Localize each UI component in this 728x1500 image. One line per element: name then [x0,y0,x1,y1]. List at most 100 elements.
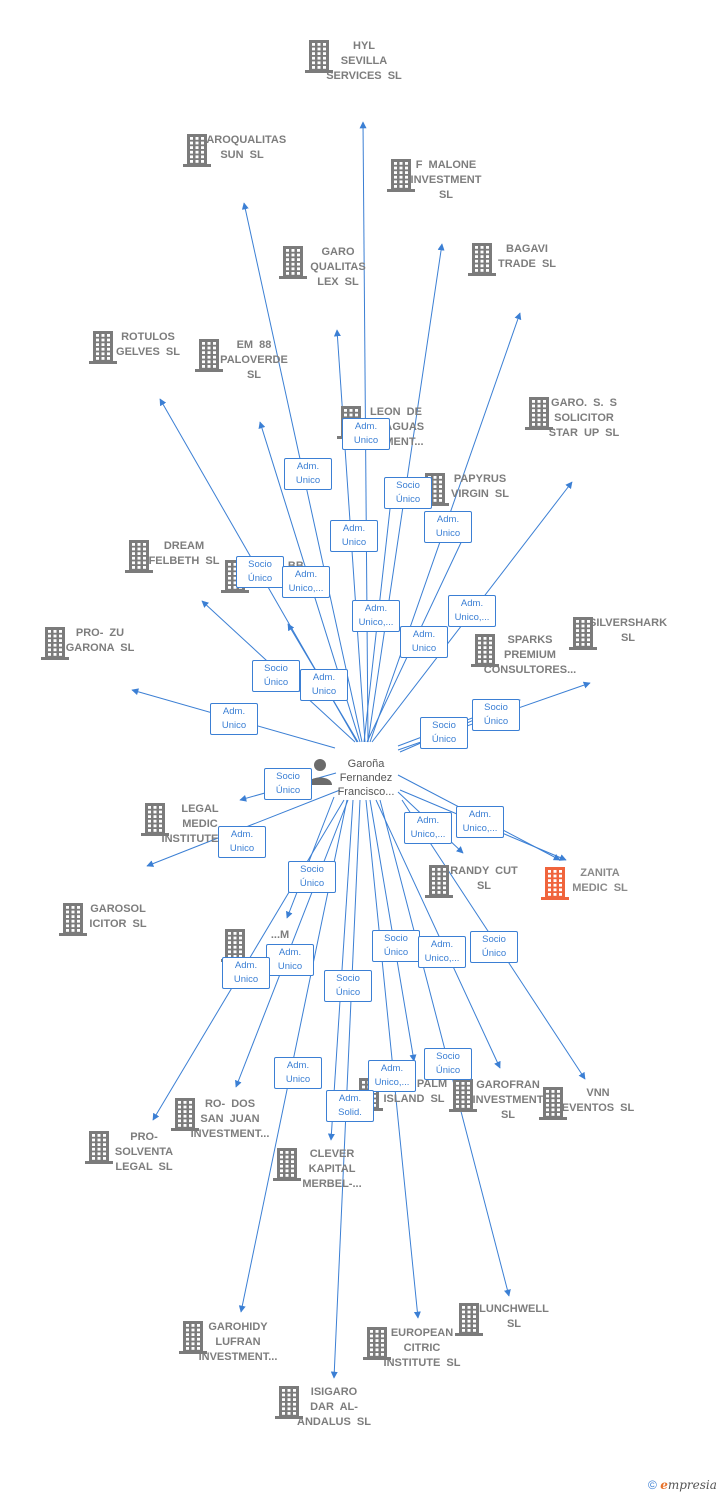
building-icon [195,339,223,372]
company-node-hyl[interactable]: HYL SEVILLA SERVICES SL [304,39,424,84]
company-node-garo_ss[interactable]: GARO. S. S SOLICITOR STAR UP SL [524,396,644,441]
company-node-garohidy[interactable]: GAROHIDY LUFRAN INVESTMENT... [178,1320,298,1365]
company-label: PAPYRUS VIRGIN SL [450,473,509,500]
company-node-garofran[interactable]: GAROFRAN INVESTMENT SL [448,1078,568,1123]
company-node-sparks[interactable]: SPARKS PREMIUM CONSULTORES... [470,633,590,678]
company-node-garoqualitas_sun[interactable]: GAROQUALITAS SUN SL [182,133,302,167]
company-label: LUNCHWELL SL [479,1303,549,1330]
building-icon [449,1079,477,1112]
relation-badge[interactable]: Adm. Unico [424,511,472,543]
company-label: SPARKS PREMIUM CONSULTORES... [483,634,577,676]
building-icon [569,617,597,650]
brand-logo: empresia [660,1478,717,1492]
company-node-papyrus[interactable]: PAPYRUS VIRGIN SL [420,472,540,506]
company-node-european[interactable]: EUROPEAN CITRIC INSTITUTE SL [362,1326,482,1371]
relation-badge[interactable]: Socio Único [384,477,432,509]
relation-badge[interactable]: Adm. Unico [284,458,332,490]
company-label: ISIGARO DAR AL- ANDALUS SL [297,1386,371,1428]
company-label: PRO- ZU GARONA SL [65,627,135,654]
company-label: ROTULOS GELVES SL [116,331,180,358]
building-icon [179,1321,207,1354]
relation-badge[interactable]: Socio Único [472,699,520,731]
relation-badge[interactable]: Adm. Unico,... [418,936,466,968]
company-node-clever[interactable]: CLEVER KAPITAL MERBEL-... [272,1147,392,1192]
company-label: PRO- SOLVENTA LEGAL SL [114,1131,174,1173]
relation-badge[interactable]: Socio Único [420,717,468,749]
company-node-randy[interactable]: RANDY CUT SL [424,864,544,898]
edge-to-isigaro [330,799,361,1379]
company-label: CLEVER KAPITAL MERBEL-... [302,1148,362,1190]
edge-to-garofran [375,799,501,1069]
company-node-rodos[interactable]: RO- DOS SAN JUAN INVESTMENT... [170,1097,290,1142]
company-node-vnn[interactable]: VNN EVENTOS SL [538,1086,658,1120]
relation-badge[interactable]: Adm. Unico,... [448,595,496,627]
person-node[interactable]: Garoña Fernandez Francisco... [306,757,426,799]
relation-badge[interactable]: Adm. Unico [330,520,378,552]
relation-badge[interactable]: Adm. Solid. [326,1090,374,1122]
footer: © empresia [648,1478,717,1492]
company-label: GAROSOL ICITOR SL [89,903,147,930]
building-icon [387,159,415,192]
company-node-bagavi[interactable]: BAGAVI TRADE SL [467,242,587,276]
company-node-silvershark[interactable]: SILVERSHARK SL [568,616,688,650]
relation-badge[interactable]: Adm. Unico,... [368,1060,416,1092]
company-label: GARO. S. S SOLICITOR STAR UP SL [548,397,620,439]
company-node-isigaro[interactable]: ISIGARO DAR AL- ANDALUS SL [274,1385,394,1430]
company-node-dream[interactable]: DREAM FELBETH SL [124,539,244,573]
company-label: GAROHIDY LUFRAN INVESTMENT... [198,1321,278,1363]
company-label: F MALONE INVESTMENT SL [410,159,482,201]
relation-badge[interactable]: Socio Único [424,1048,472,1080]
company-label: DREAM FELBETH SL [148,540,220,567]
person-label: Garoña Fernandez Francisco... [337,758,395,798]
company-node-rotulos[interactable]: ROTULOS GELVES SL [88,330,208,364]
company-node-zanita[interactable]: ZANITA MEDIC SL [540,866,660,900]
building-icon [275,1386,303,1419]
company-label: BAGAVI TRADE SL [498,243,556,270]
building-icon [539,1087,567,1120]
relation-badge[interactable]: Adm. Unico [274,1057,322,1089]
person-icon [308,759,332,785]
building-icon [279,246,307,279]
company-label: GARO QUALITAS LEX SL [310,246,366,288]
company-label: SILVERSHARK SL [588,617,668,644]
edge-to-hidden_m [286,796,335,919]
relation-badge[interactable]: Adm. Unico [222,957,270,989]
relation-badge[interactable]: Adm. Unico,... [404,812,452,844]
edge-to-european [365,799,421,1319]
company-node-prozu[interactable]: PRO- ZU GARONA SL [40,626,160,660]
relation-badge[interactable]: Socio Único [470,931,518,963]
relation-badge[interactable]: Adm. Unico [218,826,266,858]
relation-badge[interactable]: Adm. Unico,... [456,806,504,838]
relation-badge[interactable]: Socio Único [324,970,372,1002]
company-label: EUROPEAN CITRIC INSTITUTE SL [383,1327,461,1369]
relation-badge[interactable]: Adm. Unico [266,944,314,976]
company-label: RANDY CUT SL [450,865,518,892]
company-node-garosol[interactable]: GAROSOL ICITOR SL [58,902,178,936]
relation-badge[interactable]: Adm. Unico [400,626,448,658]
relation-badge[interactable]: Socio Único [372,930,420,962]
relation-badge[interactable]: Adm. Unico,... [282,566,330,598]
building-icon [59,903,87,936]
relation-badge[interactable]: Adm. Unico [210,703,258,735]
company-node-garo_qualitas_lex[interactable]: GARO QUALITAS LEX SL [278,245,398,290]
relation-badge[interactable]: Adm. Unico [342,418,390,450]
company-node-em88[interactable]: EM 88 PALOVERDE SL [194,338,314,383]
relation-badge[interactable]: Socio Único [288,861,336,893]
building-icon [363,1327,391,1360]
company-node-prosolventa[interactable]: PRO- SOLVENTA LEGAL SL [84,1130,204,1175]
relation-badge[interactable]: Socio Único [264,768,312,800]
relation-badge[interactable]: Socio Único [252,660,300,692]
company-label: RO- DOS SAN JUAN INVESTMENT... [190,1098,270,1140]
company-node-lunchwell[interactable]: LUNCHWELL SL [454,1302,574,1336]
relation-badge[interactable]: Adm. Unico [300,669,348,701]
building-icon [89,331,117,364]
company-node-fmalone[interactable]: F MALONE INVESTMENT SL [386,158,506,203]
building-icon [455,1303,483,1336]
relation-badge[interactable]: Socio Único [236,556,284,588]
copyright-symbol: © [648,1478,657,1492]
relation-badge[interactable]: Adm. Unico,... [352,600,400,632]
building-icon [171,1098,199,1131]
company-label: EM 88 PALOVERDE SL [220,339,288,381]
